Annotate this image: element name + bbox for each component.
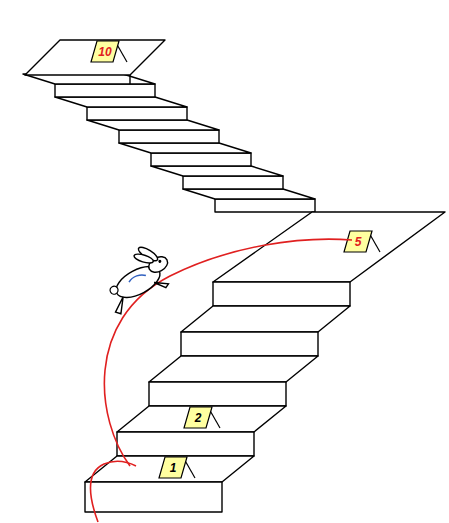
stair-riser [55, 84, 155, 97]
middle-landing [213, 212, 445, 282]
stair-tread [87, 120, 219, 130]
step-number: 5 [355, 235, 362, 249]
stair-riser [215, 199, 315, 212]
jump-path-hook [90, 461, 136, 522]
stair-tread [151, 166, 283, 176]
stair-riser [183, 176, 283, 189]
rabbit-shading [128, 272, 146, 284]
stair-tread [117, 406, 286, 432]
stair-tread [55, 97, 187, 107]
stair-riser [151, 153, 251, 166]
stair-tread [183, 189, 315, 199]
stair-riser [117, 432, 254, 456]
stair-tread [149, 356, 318, 382]
stair-riser [149, 382, 286, 406]
step-number: 2 [195, 411, 202, 425]
top-landing [25, 40, 165, 75]
stairs [23, 40, 445, 512]
sign-cards [91, 41, 380, 478]
stair-tread [85, 456, 254, 482]
jump-path-arc [104, 239, 352, 466]
rabbit-ear [133, 252, 154, 265]
rabbit [93, 237, 179, 315]
stair-riser [181, 332, 318, 356]
rabbit-fore-leg [154, 277, 169, 291]
sign-card [159, 457, 187, 478]
rabbit-hind-leg [111, 297, 130, 316]
rabbit-eye [158, 259, 162, 263]
step-number: 10 [98, 45, 111, 59]
stair-tread [181, 306, 350, 332]
stair-riser [87, 107, 187, 120]
stair-tread [119, 143, 251, 153]
landing-edge [129, 75, 130, 84]
rabbit-tail [109, 285, 120, 296]
stair-riser [119, 130, 219, 143]
sign-card [184, 407, 212, 428]
step-number: 1 [170, 461, 177, 475]
landing-riser [213, 282, 350, 306]
sign-card [344, 231, 372, 252]
sign-card [91, 41, 119, 62]
stair-riser [85, 482, 222, 512]
